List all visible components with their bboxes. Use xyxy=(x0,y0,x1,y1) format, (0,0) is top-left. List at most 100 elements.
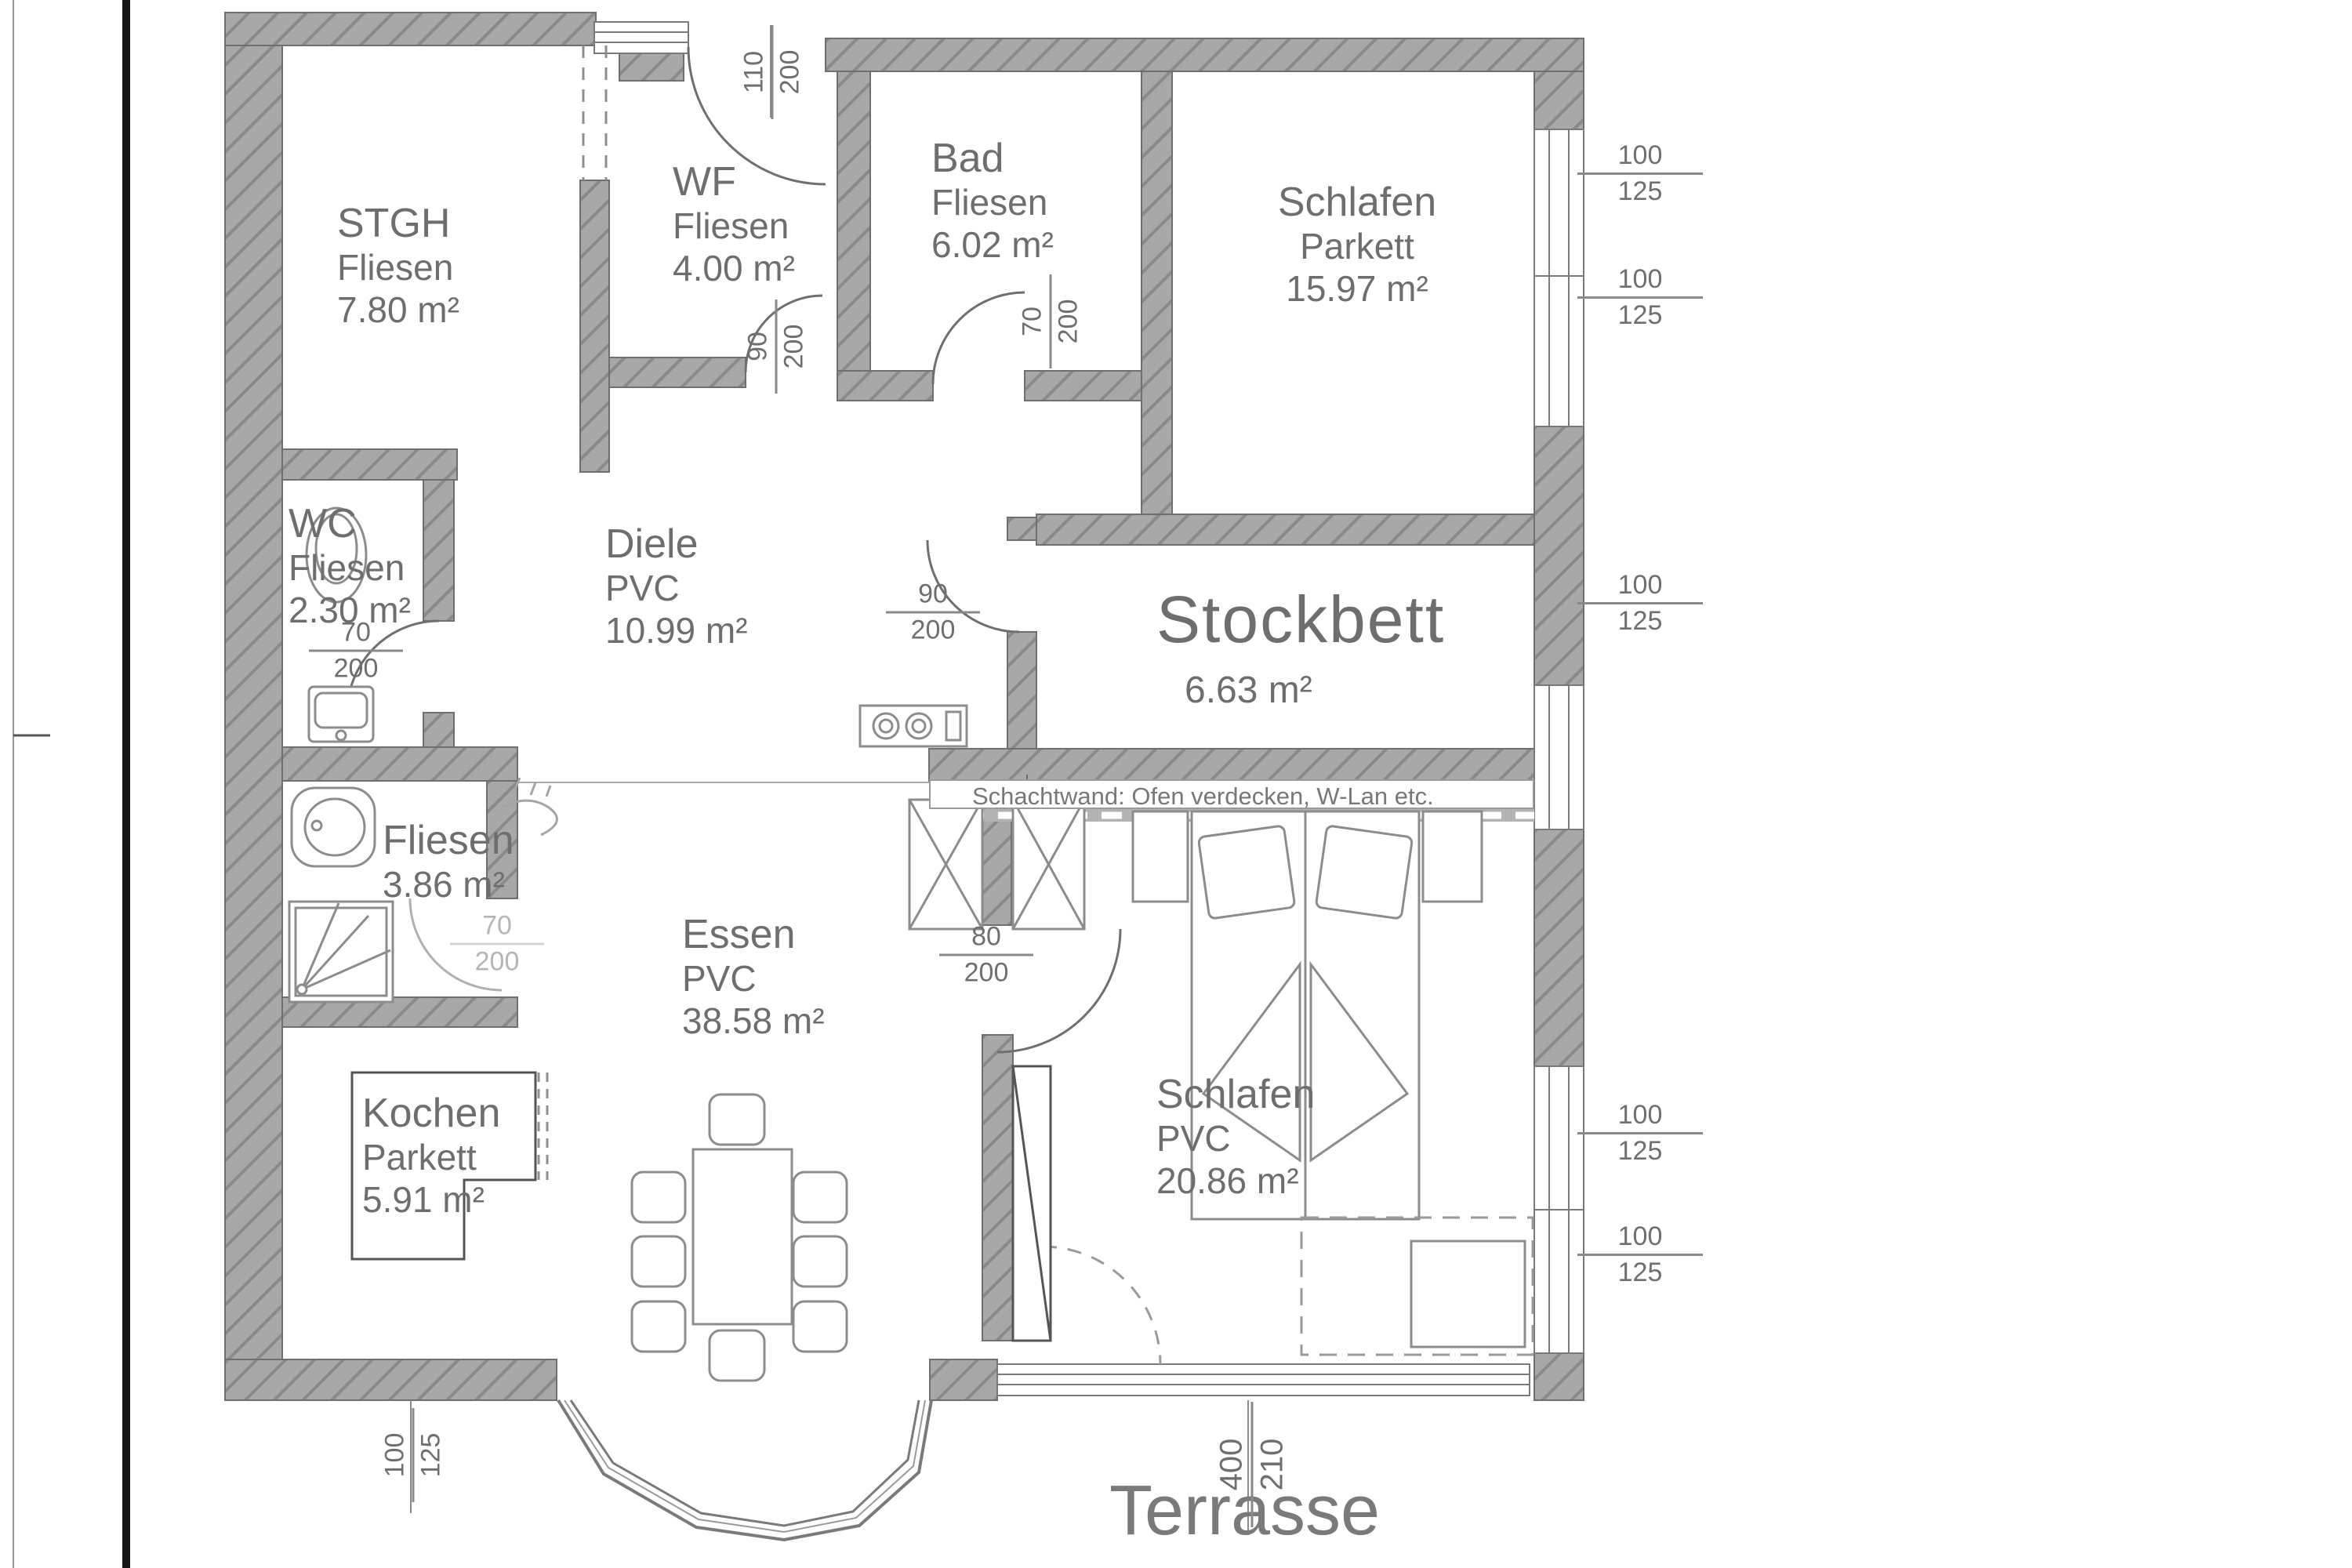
wall-stgh-bottom xyxy=(281,448,458,481)
room-name: Schlafen xyxy=(1277,180,1437,225)
room-area: 4.00 m² xyxy=(673,247,795,289)
stove xyxy=(858,704,968,748)
dim-height: 210 xyxy=(1254,1438,1290,1491)
dim-height: 125 xyxy=(1617,1258,1663,1287)
dining-chairs xyxy=(630,1093,848,1382)
dim-width: 100 xyxy=(379,1408,415,1502)
dim-bad-door: 70 200 xyxy=(1017,274,1084,368)
room-name: WC xyxy=(289,501,357,546)
room-label-bad-klein: Fliesen 3.86 m² xyxy=(383,817,514,906)
nightstand-left xyxy=(1131,810,1189,903)
dim-height: 200 xyxy=(333,653,379,684)
dim-width: 400 xyxy=(1214,1402,1254,1527)
room-label-wf: WF Fliesen 4.00 m² xyxy=(673,158,795,289)
wall-bottom-mid xyxy=(929,1359,998,1401)
dim-window-right-4: 100 125 xyxy=(1577,1100,1703,1167)
wall-bad-left xyxy=(837,71,871,372)
dim-width: 100 xyxy=(1577,140,1703,175)
entry-window xyxy=(593,21,689,54)
dim-width: 110 xyxy=(739,25,774,119)
room-label-bad: Bad Fliesen 6.02 m² xyxy=(931,135,1054,266)
dim-wf-door: 90 200 xyxy=(742,299,810,394)
wall-right-2 xyxy=(1534,426,1584,686)
dim-height: 125 xyxy=(1617,606,1663,636)
bay-window xyxy=(557,1399,933,1542)
dim-height: 200 xyxy=(964,957,1009,988)
room-name: Schlafen xyxy=(1156,1072,1316,1117)
nightstand-right xyxy=(1421,810,1483,903)
room-label-kochen: Kochen Parkett 5.91 m² xyxy=(362,1090,500,1221)
dim-bath-door: 70 200 xyxy=(450,911,544,978)
dim-width: 90 xyxy=(886,579,980,614)
room-label-schlafen-oben: Schlafen Parkett 15.97 m² xyxy=(1267,179,1447,310)
wall-wf-bottom xyxy=(608,357,746,388)
room-floor: Fliesen xyxy=(673,205,789,247)
bath-door-arc xyxy=(408,898,503,992)
dim-window-right-3: 100 125 xyxy=(1577,570,1703,637)
dim-window-right-2: 100 125 xyxy=(1577,264,1703,331)
room-area: 15.97 m² xyxy=(1286,267,1428,309)
furniture xyxy=(288,506,1534,1382)
window-right-2 xyxy=(1534,684,1584,830)
washbasin-cabinet xyxy=(307,685,375,743)
room-area: 6.02 m² xyxy=(931,223,1054,265)
dim-height: 125 xyxy=(1617,1136,1663,1166)
dim-width: 70 xyxy=(1017,274,1052,368)
wall-bottom-left xyxy=(224,1359,557,1401)
dim-diele-door: 90 200 xyxy=(886,579,980,646)
schlafen-door-arc xyxy=(996,928,1122,1054)
room-floor: Fliesen xyxy=(337,247,454,289)
room-floor: PVC xyxy=(1156,1118,1231,1160)
dashed-lines xyxy=(537,45,608,1180)
dim-height: 125 xyxy=(416,1432,446,1478)
schacht-band xyxy=(929,779,1534,809)
dim-schlafen-door: 80 200 xyxy=(939,922,1033,989)
dim-width: 70 xyxy=(450,911,544,946)
x-cabinets xyxy=(908,798,1086,931)
wall-stgh-wf xyxy=(579,180,610,473)
dim-height: 200 xyxy=(775,49,805,95)
room-label-diele: Diele PVC 10.99 m² xyxy=(605,521,748,652)
dim-terrace-window: 400 210 xyxy=(1214,1402,1290,1527)
room-label-wc: WC Fliesen 2.30 m² xyxy=(289,500,411,631)
shower xyxy=(288,900,394,1004)
dimension-lines xyxy=(410,25,1249,1535)
dim-width: 90 xyxy=(742,299,778,394)
dim-width: 70 xyxy=(309,618,403,652)
dim-entrance-door: 110 200 xyxy=(739,25,806,119)
dim-width: 80 xyxy=(939,922,1033,956)
room-name: WF xyxy=(673,159,736,205)
bad-door-arc xyxy=(931,291,1025,385)
wardrobe-dashed xyxy=(1300,1216,1534,1356)
dim-height: 125 xyxy=(1617,300,1663,330)
windows xyxy=(593,21,1584,1396)
entrance-door-arc xyxy=(687,46,826,186)
room-name: Bad xyxy=(931,136,1004,181)
room-floor: Parkett xyxy=(362,1137,477,1178)
room-area: 2.30 m² xyxy=(289,589,411,630)
dim-height: 200 xyxy=(1053,299,1083,344)
dining-table xyxy=(691,1148,793,1326)
wall-essen-schlafen-top xyxy=(982,818,1012,926)
bath-sink xyxy=(290,786,376,868)
dim-window-right-5: 100 125 xyxy=(1577,1221,1703,1288)
wall-bad-bottom-left xyxy=(837,370,934,401)
room-area: 10.99 m² xyxy=(605,609,748,651)
wall-bath-right xyxy=(486,780,518,899)
room-area: 3.86 m² xyxy=(383,864,505,906)
dim-width: 100 xyxy=(1577,570,1703,604)
wall-diele-stock xyxy=(1007,631,1037,750)
room-floor: Fliesen xyxy=(931,182,1048,223)
dim-wc-door: 70 200 xyxy=(309,618,403,684)
wall-top-left xyxy=(224,12,597,46)
room-name: Kochen xyxy=(362,1091,501,1136)
room-area: 7.80 m² xyxy=(337,289,459,330)
room-label-stockbett: Stockbett 6.63 m² xyxy=(1156,582,1445,712)
tall-cabinet xyxy=(1011,1065,1052,1342)
room-area: 5.91 m² xyxy=(362,1178,485,1220)
dim-width: 100 xyxy=(1577,1100,1703,1134)
room-name: Diele xyxy=(605,521,699,567)
wall-wc-right-stub xyxy=(423,712,455,750)
